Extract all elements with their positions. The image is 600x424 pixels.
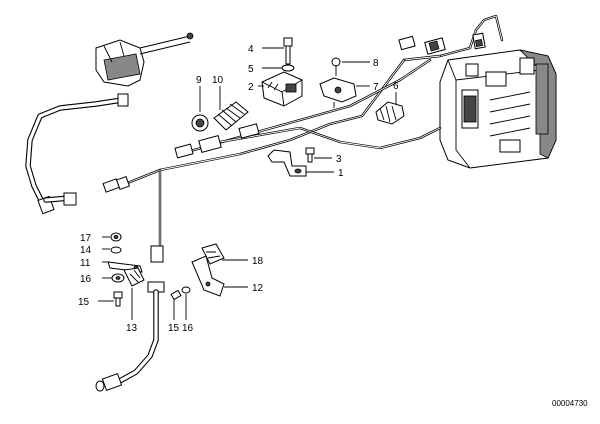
- pipe-union-left[interactable]: [102, 175, 131, 193]
- washer-16[interactable]: [111, 273, 125, 283]
- callout-9: 9: [196, 75, 202, 86]
- reference-number: 00004730: [552, 399, 588, 408]
- clip-6[interactable]: [375, 101, 405, 125]
- grommet-9[interactable]: [191, 86, 209, 132]
- bolt-3[interactable]: [305, 147, 315, 163]
- distributor-block-2[interactable]: [261, 71, 303, 107]
- callout-17: 17: [80, 233, 92, 244]
- callout-14: 14: [80, 245, 92, 256]
- grommet-13[interactable]: [123, 267, 145, 287]
- callout-8: 8: [373, 58, 379, 69]
- callout-1: 1: [338, 168, 344, 179]
- brake-pipe-main[interactable]: [118, 35, 446, 248]
- bellow-10[interactable]: [213, 86, 249, 131]
- callout-6: 6: [393, 81, 399, 92]
- brake-hose-lower[interactable]: [95, 245, 165, 392]
- leader-lines: [98, 47, 397, 320]
- callout-5: 5: [248, 64, 254, 75]
- clip-18[interactable]: [201, 243, 225, 265]
- abs-control-unit[interactable]: [439, 49, 557, 169]
- nut-17[interactable]: [110, 232, 122, 242]
- callout-13: 13: [126, 323, 138, 334]
- callout-labels: 4 5 2 9 10 8 7 6 3 1 17 14 11 16 15 13 1…: [78, 44, 399, 334]
- washer-14[interactable]: [110, 246, 122, 254]
- callout-3: 3: [336, 154, 342, 165]
- callout-16b: 16: [182, 323, 194, 334]
- screw-8[interactable]: [331, 57, 341, 76]
- brake-hose-left[interactable]: [25, 93, 129, 215]
- sensor-7[interactable]: [319, 77, 357, 108]
- callout-7: 7: [373, 82, 379, 93]
- washer-5[interactable]: [281, 64, 295, 72]
- callout-12: 12: [252, 283, 264, 294]
- bolt-4[interactable]: [283, 37, 293, 65]
- bolt-15b[interactable]: [170, 286, 191, 301]
- callout-4: 4: [248, 44, 254, 55]
- bolt-15[interactable]: [113, 291, 123, 307]
- callout-15b: 15: [168, 323, 180, 334]
- brake-master-unit[interactable]: [95, 32, 194, 87]
- pipe-fitting-mid[interactable]: [174, 123, 260, 159]
- callout-15: 15: [78, 297, 90, 308]
- callout-18: 18: [252, 256, 264, 267]
- callout-16: 16: [80, 274, 92, 285]
- callout-11: 11: [80, 258, 91, 269]
- bracket-12[interactable]: [191, 255, 225, 297]
- bracket-1[interactable]: [267, 149, 307, 177]
- brake-pipe-upper-right[interactable]: [438, 14, 504, 58]
- callout-10: 10: [212, 75, 224, 86]
- callout-2: 2: [248, 82, 254, 93]
